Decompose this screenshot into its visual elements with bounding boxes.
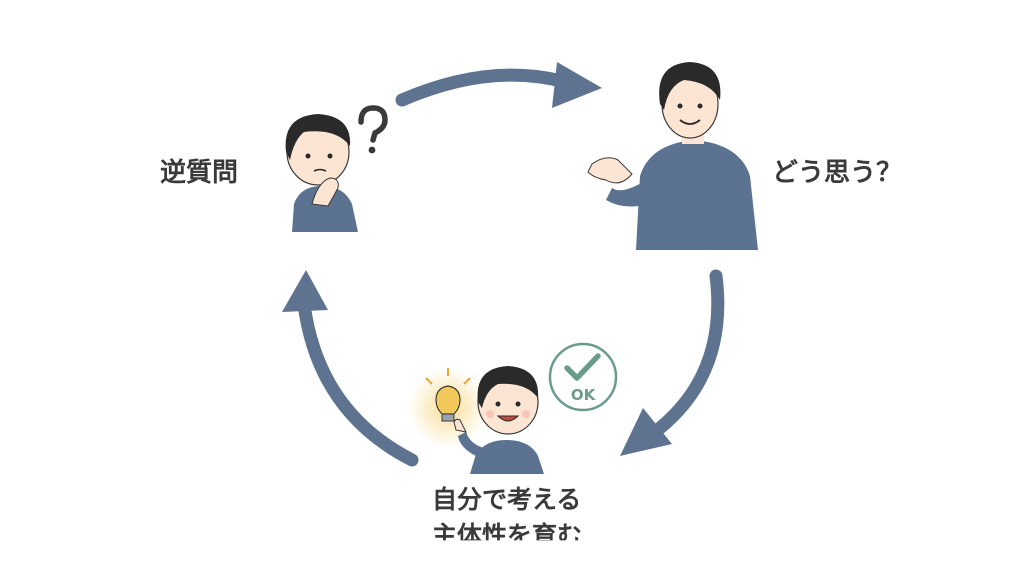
- light-bulb-icon: [408, 368, 488, 448]
- self-thinking-label: 自分で考える 主体性を育む: [432, 482, 582, 554]
- adult-figure: [587, 62, 758, 250]
- reverse-question-label: 逆質問: [160, 158, 239, 188]
- cycle-arrow-right: [620, 269, 725, 456]
- self-thinking-line1: 自分で考える: [432, 485, 582, 514]
- cycle-arrow-top: [395, 62, 602, 108]
- idea-child: [453, 366, 544, 474]
- thinking-child: [285, 114, 358, 232]
- cycle-arrow-left: [282, 270, 419, 467]
- ok-badge: OK: [548, 342, 618, 412]
- self-thinking-line2: 主体性を育む: [432, 521, 583, 550]
- check-icon: [564, 353, 601, 381]
- what-do-you-think-label: どう思う？: [772, 158, 903, 188]
- question-mark-icon: [358, 105, 388, 154]
- ok-badge-text: OK: [571, 386, 597, 404]
